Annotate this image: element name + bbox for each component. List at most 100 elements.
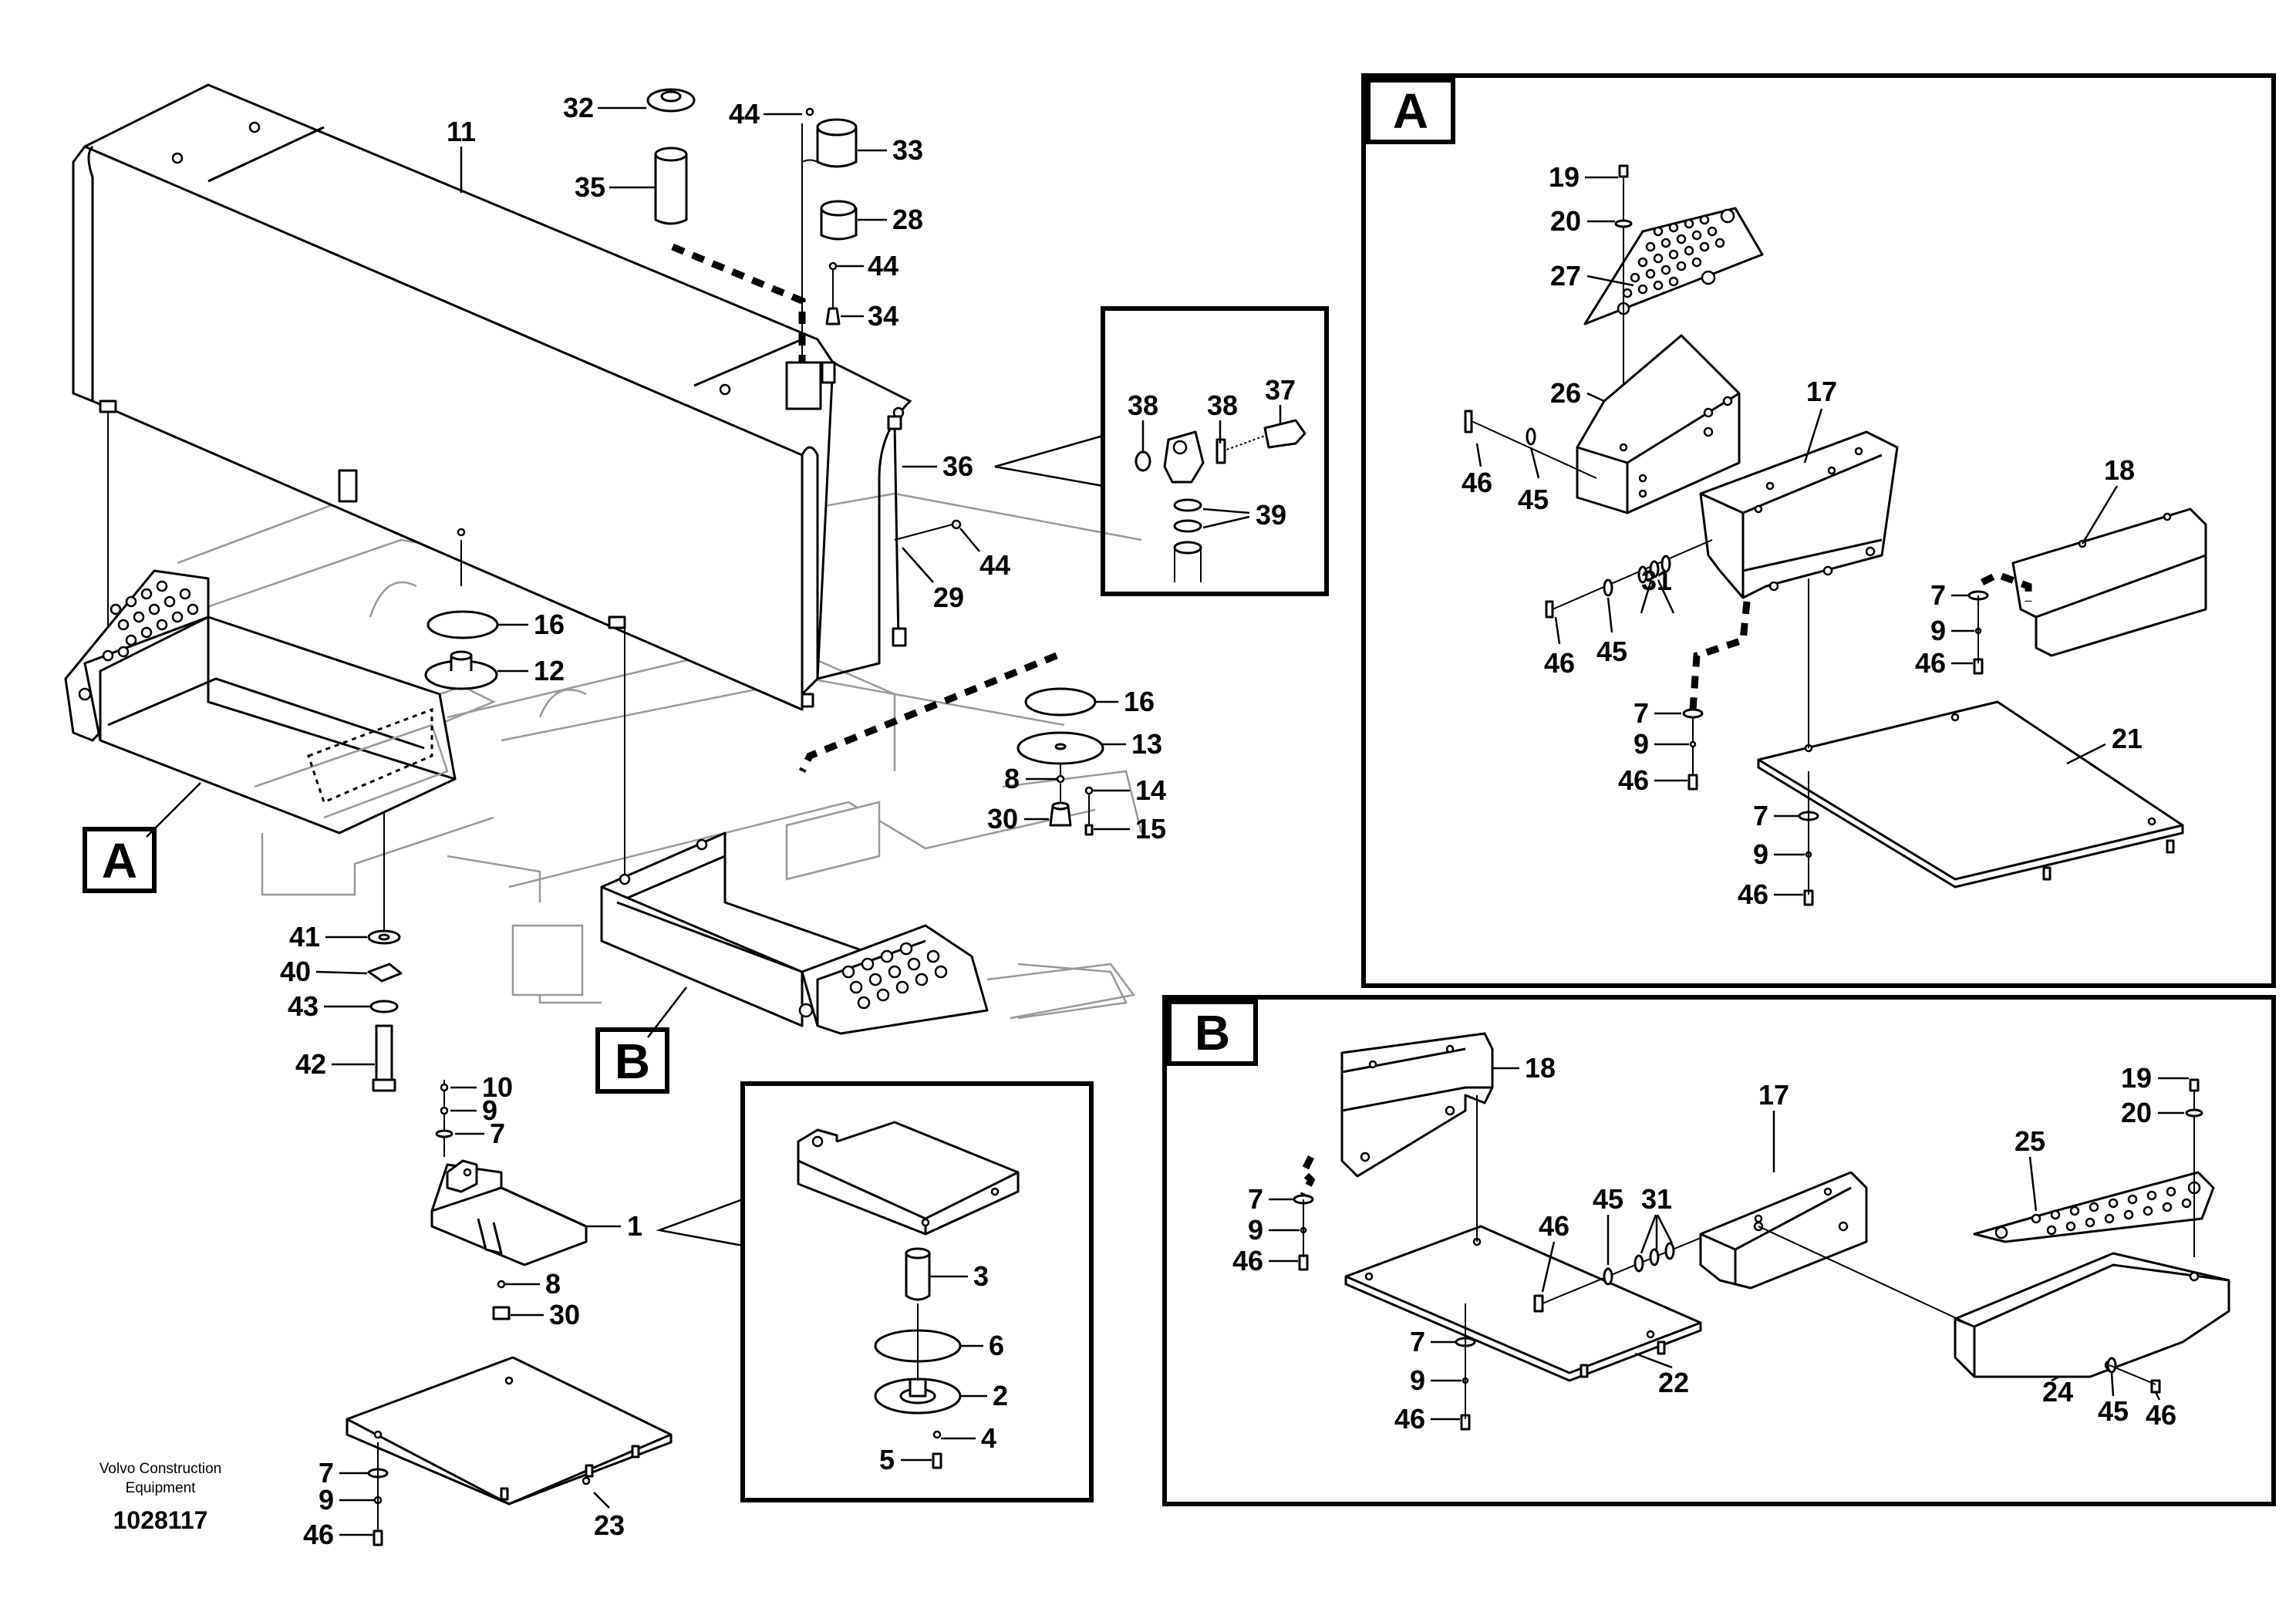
footer: Volvo Construction Equipment 1028117 xyxy=(99,1461,221,1534)
callout-44-strut: 44 xyxy=(979,549,1010,581)
box-a-callout-46-lower: 46 xyxy=(1544,647,1575,679)
box-a-callout-21: 21 xyxy=(2112,723,2143,754)
box-a-callout-7-b: 7 xyxy=(1930,579,1946,611)
dashed-routing-right xyxy=(798,652,1058,774)
box-a-callout-18: 18 xyxy=(2104,454,2135,486)
box-a-callout-45-lower: 45 xyxy=(1596,636,1627,667)
callout-8-bottom: 8 xyxy=(545,1268,561,1300)
box-a-callout-19: 19 xyxy=(1549,161,1580,193)
callout-36: 36 xyxy=(942,450,973,482)
svg-text:A: A xyxy=(102,833,137,889)
box-a-callout-46-a: 46 xyxy=(1618,764,1649,796)
callout-7-bottom: 7 xyxy=(319,1457,334,1489)
box-b-callout-9-a: 9 xyxy=(1248,1214,1263,1246)
callout-13: 13 xyxy=(1131,728,1162,760)
box-b-callout-7-a: 7 xyxy=(1248,1183,1263,1215)
callout-12: 12 xyxy=(534,655,565,686)
callout-33: 33 xyxy=(892,134,923,166)
detail-callout-37: 37 xyxy=(1265,374,1296,406)
box-a-callout-7-c: 7 xyxy=(1753,800,1768,831)
detail-callout-5: 5 xyxy=(879,1444,895,1475)
box-a-callout-20: 20 xyxy=(1550,205,1581,237)
bolt-stack xyxy=(367,929,403,1092)
main-view-label-a: A xyxy=(83,827,157,893)
box-a-callout-7-a: 7 xyxy=(1633,697,1649,729)
detail-box-strut-mount xyxy=(994,306,1329,596)
callout-7-top: 7 xyxy=(490,1118,505,1149)
view-box-a: A xyxy=(1361,73,2276,988)
box-b-callout-25: 25 xyxy=(2014,1125,2045,1157)
callout-30-bottom: 30 xyxy=(549,1299,580,1330)
box-b-callout-46-d: 46 xyxy=(2146,1399,2176,1431)
callout-28: 28 xyxy=(892,204,923,235)
box-a-callout-31: 31 xyxy=(1641,565,1672,596)
detail-callout-3: 3 xyxy=(973,1260,989,1292)
seal-flange-left xyxy=(424,528,499,690)
detail-callout-2: 2 xyxy=(993,1380,1008,1411)
bottom-plate xyxy=(346,1356,673,1546)
step-assembly-b xyxy=(600,831,1136,1035)
box-a-callout-46-c: 46 xyxy=(1738,878,1768,910)
box-a-callout-27: 27 xyxy=(1550,260,1581,292)
box-b-callout-46-c: 46 xyxy=(1394,1403,1425,1435)
box-b-callouts: 18 17 19 20 25 7 9 46 46 45 31 7 9 46 22… xyxy=(1232,1052,2176,1435)
box-a-leaders xyxy=(1475,176,2119,896)
callout-11: 11 xyxy=(447,116,476,147)
callout-29: 29 xyxy=(933,582,964,613)
view-a-label: A xyxy=(1393,83,1428,139)
brand-line-1: Volvo Construction xyxy=(99,1461,221,1477)
brand-line-2: Equipment xyxy=(126,1480,197,1496)
box-a-callout-26: 26 xyxy=(1550,377,1581,409)
filler-cap-parts xyxy=(646,88,858,325)
document-number: 1028117 xyxy=(113,1506,208,1534)
main-leader-lines xyxy=(146,106,1282,1536)
callout-8-top: 8 xyxy=(1004,763,1020,794)
callout-32: 32 xyxy=(563,92,594,123)
callout-15: 15 xyxy=(1135,813,1166,845)
box-b-callout-20: 20 xyxy=(2121,1097,2152,1128)
callout-1: 1 xyxy=(627,1210,642,1242)
detail-callout-38-left: 38 xyxy=(1128,389,1158,421)
callout-16-right: 16 xyxy=(1124,686,1155,717)
box-a-callout-46-upper: 46 xyxy=(1462,467,1492,498)
view-box-b: B xyxy=(1162,995,2276,1506)
svg-text:B: B xyxy=(615,1034,650,1089)
detail-box-filter xyxy=(656,1081,1094,1502)
box-a-callout-9-a: 9 xyxy=(1633,728,1649,760)
callout-41: 41 xyxy=(289,921,320,953)
box-b-callout-45-b: 45 xyxy=(2098,1395,2129,1427)
callout-16-left: 16 xyxy=(534,609,565,640)
callout-42: 42 xyxy=(295,1048,326,1080)
callout-23: 23 xyxy=(594,1509,625,1541)
box-b-callout-46-b: 46 xyxy=(1539,1210,1569,1242)
box-b-callout-19: 19 xyxy=(2121,1062,2152,1094)
filter-housing xyxy=(430,1080,588,1320)
gas-strut xyxy=(887,415,962,647)
callout-44-mid: 44 xyxy=(868,250,899,282)
callout-44-top: 44 xyxy=(729,98,760,130)
callout-9-bottom: 9 xyxy=(319,1484,334,1516)
box-b-callout-22: 22 xyxy=(1658,1367,1689,1398)
callout-10: 10 xyxy=(482,1071,513,1103)
seal-flange-right xyxy=(1017,687,1104,836)
box-b-callout-17: 17 xyxy=(1758,1079,1789,1111)
step-assembly-a xyxy=(64,569,457,835)
detail-callout-6: 6 xyxy=(989,1330,1004,1361)
box-b-callout-18: 18 xyxy=(1525,1052,1556,1084)
callout-40: 40 xyxy=(280,956,311,987)
box-b-callout-45-a: 45 xyxy=(1593,1183,1623,1215)
box-b-callout-24: 24 xyxy=(2042,1376,2073,1408)
detail-callout-4: 4 xyxy=(981,1422,996,1454)
box-b-callout-46-a: 46 xyxy=(1232,1245,1263,1276)
callout-46-bottom: 46 xyxy=(303,1519,334,1550)
box-a-callout-17: 17 xyxy=(1806,376,1837,407)
box-a-callout-46-b: 46 xyxy=(1915,647,1946,679)
callout-34: 34 xyxy=(868,300,899,332)
callout-14: 14 xyxy=(1135,774,1166,806)
box-a-callouts: 19 20 27 26 17 18 46 45 31 46 45 7 9 46 … xyxy=(1462,161,2143,910)
box-b-callout-9-b: 9 xyxy=(1410,1364,1425,1396)
box-a-callout-9-c: 9 xyxy=(1753,838,1768,870)
callout-30-top: 30 xyxy=(987,803,1018,835)
view-b-label: B xyxy=(1195,1005,1230,1061)
